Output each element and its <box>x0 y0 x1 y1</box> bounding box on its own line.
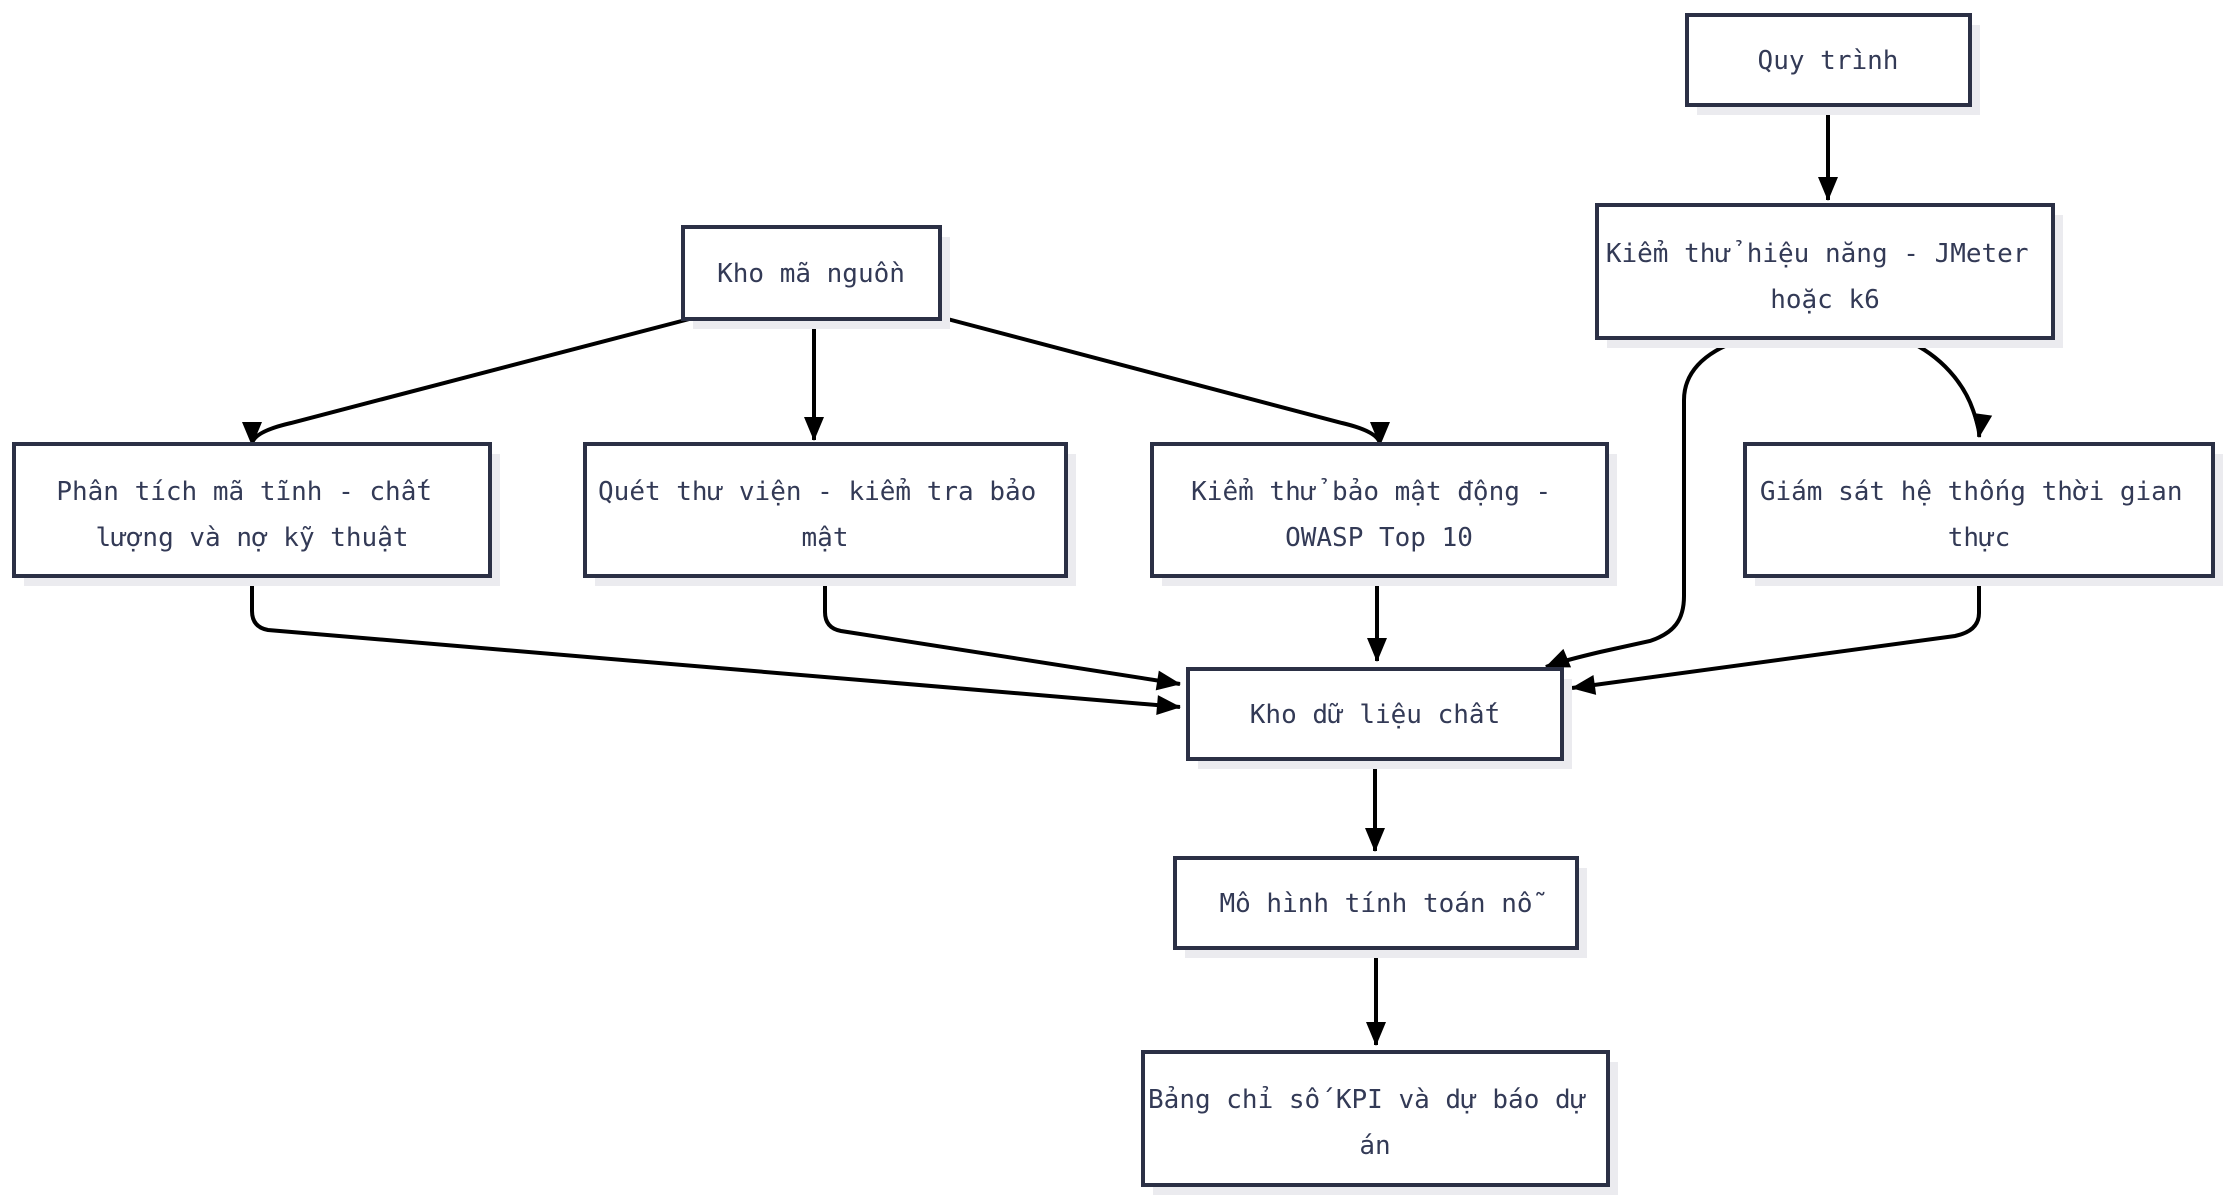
node-kho-du-lieu: Kho dữ liệu chất <box>1186 667 1572 769</box>
edge-kiem-thu-hieu-nang-to-kho-du-lieu <box>1545 338 1741 669</box>
node-box <box>1743 442 2215 578</box>
node-box <box>1141 1050 1610 1187</box>
node-box <box>1685 13 1972 107</box>
node-kiem-thu-hieu-nang: Kiểm thử hiệu năng - JMeter hoặc k6 <box>1595 203 2063 348</box>
node-mo-hinh: Mô hình tính toán nỗ <box>1173 856 1587 958</box>
edge-quet-thu-vien-to-kho-du-lieu <box>823 576 1181 691</box>
node-box <box>681 225 942 321</box>
node-label: Quét thư viện - kiểm tra bảo mật <box>598 477 1052 553</box>
node-label: Kho mã nguồn <box>717 259 905 289</box>
node-box <box>583 442 1068 578</box>
node-box <box>1595 203 2055 340</box>
node-quy-trinh: Quy trình <box>1685 13 1980 115</box>
edge-phan-tich-ma-tinh-to-kho-du-lieu <box>250 576 1181 716</box>
node-box <box>1173 856 1579 950</box>
node-label: Phân tích mã tĩnh - chất lượng và nợ kỹ … <box>56 477 447 553</box>
node-label: Giám sát hệ thống thời gian thực <box>1760 477 2198 553</box>
node-box <box>1186 667 1564 761</box>
node-quet-thu-vien: Quét thư viện - kiểm tra bảo mật <box>583 442 1076 586</box>
edge-kiem-thu-hieu-nang-to-giam-sat <box>1905 338 1993 438</box>
edge-kho-ma-nguon-to-kiem-thu-bao-mat <box>935 314 1390 446</box>
node-box <box>1150 442 1609 578</box>
node-label: Bảng chỉ số KPI và dự báo dự án <box>1148 1085 1602 1161</box>
node-label: Kiểm thử bảo mật động - OWASP Top 10 <box>1191 477 1567 553</box>
node-label: Kiểm thử hiệu năng - JMeter hoặc k6 <box>1606 239 2044 315</box>
node-giam-sat: Giám sát hệ thống thời gian thực <box>1743 442 2223 586</box>
node-bang-chi-so: Bảng chỉ số KPI và dự báo dự án <box>1141 1050 1618 1195</box>
edges-layer <box>242 107 1993 1046</box>
edge-giam-sat-to-kho-du-lieu <box>1571 576 1981 695</box>
node-kho-ma-nguon: Kho mã nguồn <box>681 225 950 329</box>
node-label: Quy trình <box>1758 46 1899 76</box>
edge-kho-ma-nguon-to-phan-tich-ma-tinh <box>242 315 698 446</box>
node-label: Kho dữ liệu chất <box>1250 700 1500 730</box>
node-box <box>12 442 492 578</box>
node-phan-tich-ma-tinh: Phân tích mã tĩnh - chất lượng và nợ kỹ … <box>12 442 500 586</box>
node-label: Mô hình tính toán nỗ <box>1219 889 1545 919</box>
node-kiem-thu-bao-mat: Kiểm thử bảo mật động - OWASP Top 10 <box>1150 442 1617 586</box>
